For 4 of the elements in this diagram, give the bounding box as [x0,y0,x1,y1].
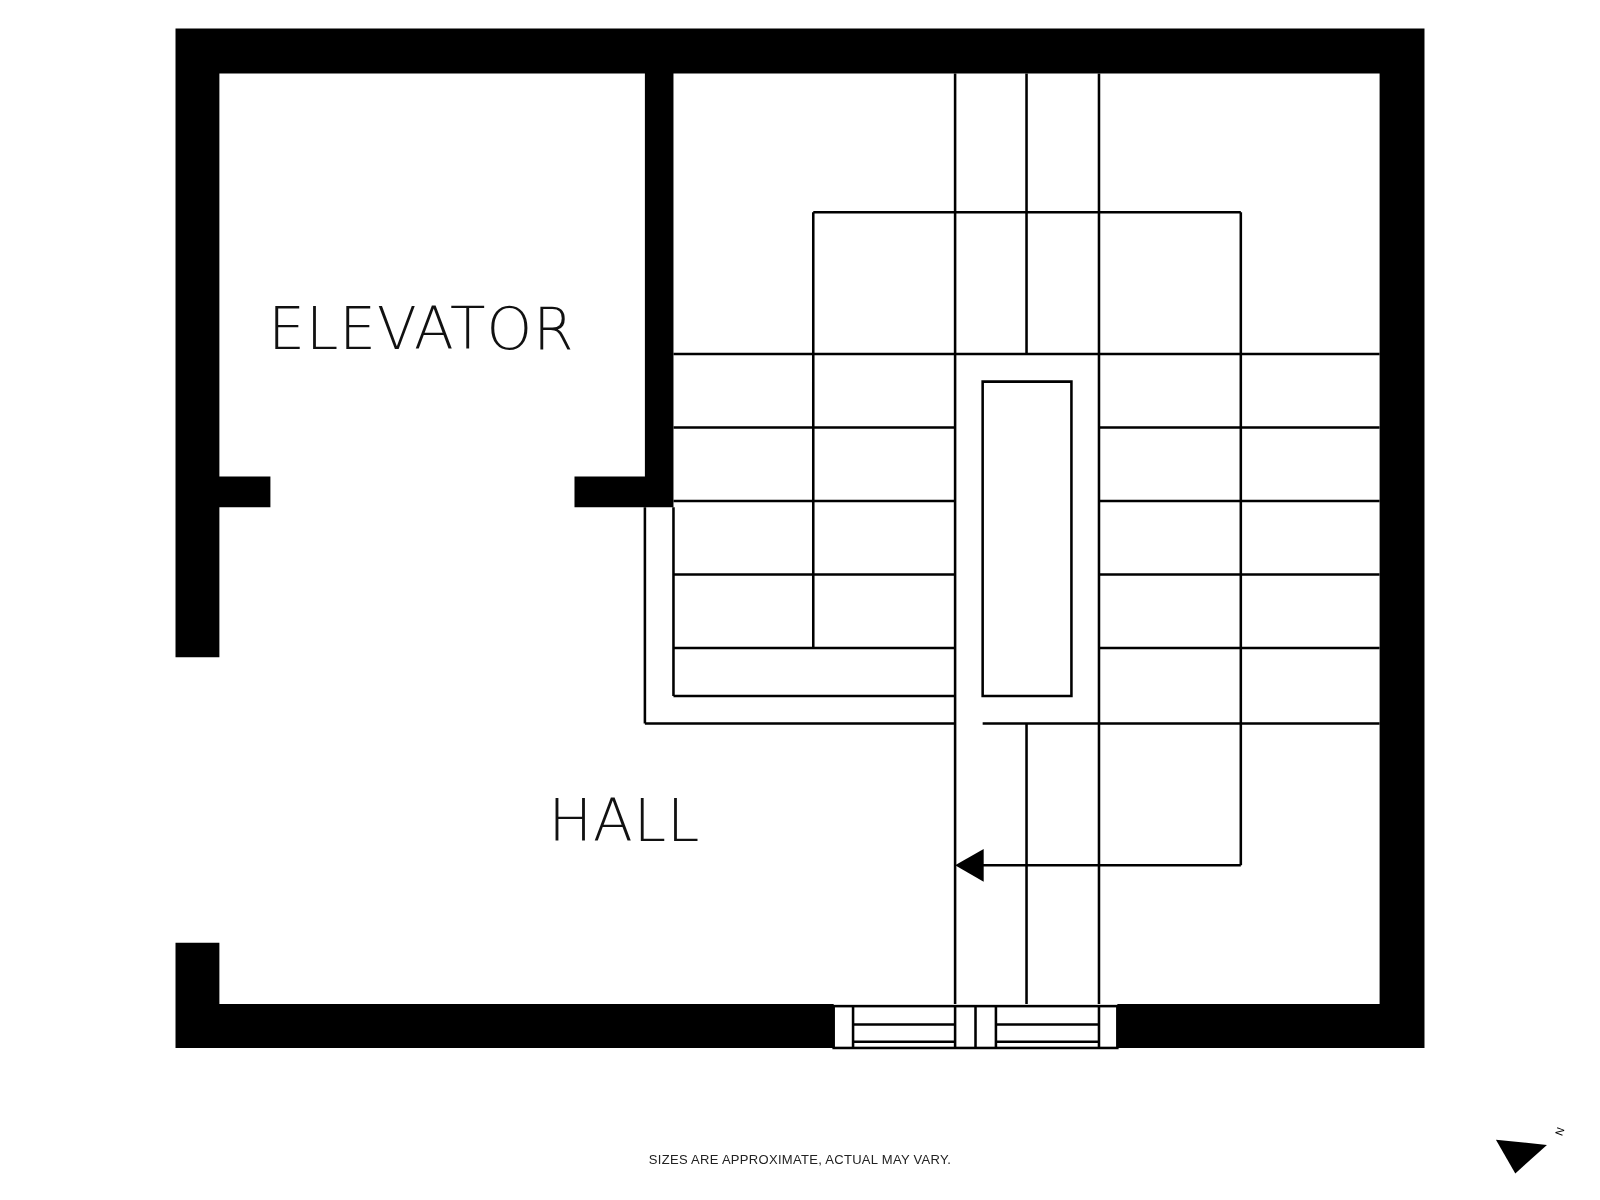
north-label: N [1553,1125,1567,1137]
room-name: ELEVATOR [268,294,575,363]
disclaimer-note: SIZES ARE APPROXIMATE, ACTUAL MAY VARY. [648,1151,952,1167]
room-name: HALL [548,787,701,856]
